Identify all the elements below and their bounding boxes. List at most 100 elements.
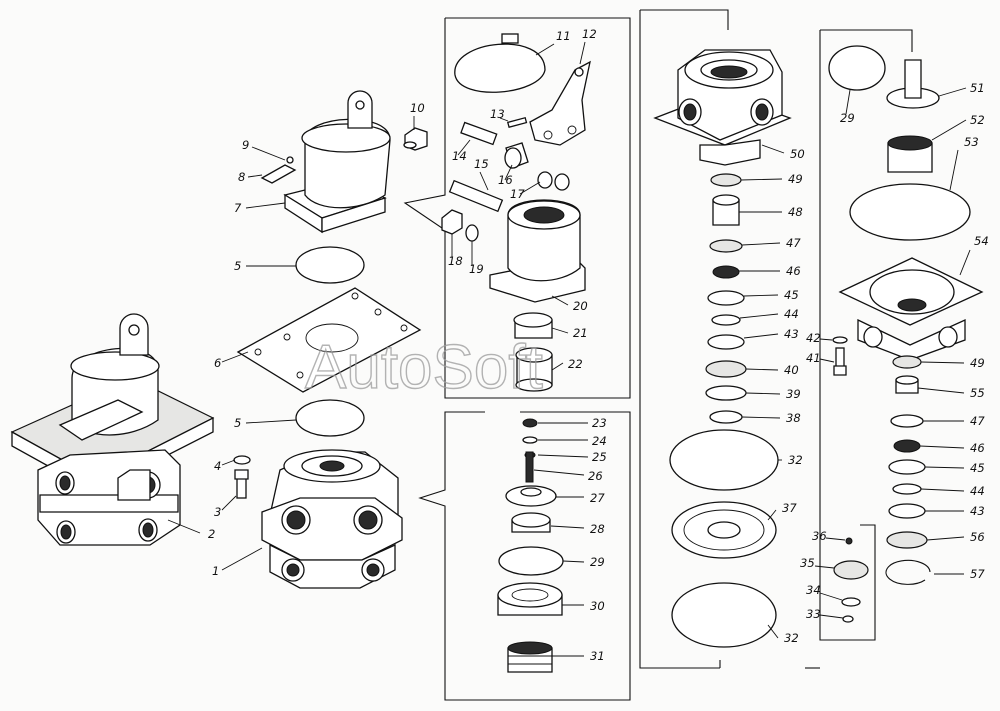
ring-39: [705, 385, 747, 401]
callout-number: 32: [788, 453, 803, 467]
leader-line: [533, 469, 585, 476]
leader-line: [845, 89, 851, 115]
piston-21: [513, 312, 553, 339]
callout-number: 26: [588, 469, 603, 483]
washer-45-a: [707, 290, 745, 306]
callout-number: 23: [592, 416, 607, 430]
callout-number: 34: [806, 583, 821, 597]
callout-number: 46: [970, 441, 985, 455]
leader-line: [562, 560, 585, 563]
callout-number: 20: [573, 299, 588, 313]
leader-line: [504, 164, 513, 181]
callout-number: 38: [786, 411, 801, 425]
spring-46-a: [712, 265, 740, 279]
leader-line: [739, 313, 779, 319]
ring-32-lower: [671, 582, 777, 648]
callout-number: 31: [590, 649, 605, 663]
nut-36: [845, 537, 853, 545]
body-50: [653, 49, 792, 166]
nut-18: [441, 209, 463, 235]
callout-number: 13: [490, 107, 505, 121]
callout-number: 11: [556, 29, 571, 43]
leader-line: [745, 368, 779, 371]
callout-number: 24: [592, 434, 607, 448]
callout-number: 39: [786, 387, 801, 401]
pin-13: [506, 116, 528, 129]
leader-line: [814, 565, 835, 569]
washer-4: [233, 455, 251, 465]
o-ring-29-right: [828, 45, 886, 91]
rod-15: [448, 179, 504, 213]
callout-number: 29: [840, 111, 855, 125]
callout-number: 6: [214, 356, 221, 370]
leader-line: [551, 295, 569, 306]
washer-19: [465, 224, 479, 242]
callout-number: 5: [234, 416, 241, 430]
leader-line: [535, 43, 555, 56]
leader-line: [919, 445, 965, 449]
washer-45-b: [888, 459, 926, 475]
leader-line: [740, 178, 783, 181]
leader-line: [457, 139, 471, 156]
callout-number: 22: [568, 357, 583, 371]
leader-line: [221, 459, 236, 466]
leader-line: [761, 144, 785, 154]
ring-38: [709, 410, 743, 424]
leader-line: [519, 181, 541, 195]
assembled-valve-2: [10, 313, 215, 546]
leader-line: [479, 171, 489, 191]
leader-line: [499, 117, 509, 122]
seal-49-b: [892, 355, 922, 369]
leader-line: [551, 327, 569, 334]
spring-46-b: [893, 439, 921, 453]
sleeve-17: [537, 171, 570, 191]
callout-number: 12: [582, 27, 597, 41]
callout-number: 52: [970, 113, 985, 127]
leader-line: [251, 146, 286, 161]
leader-line: [741, 416, 781, 419]
callout-number: 49: [788, 172, 803, 186]
plug-10: [403, 127, 428, 151]
cup-30: [497, 582, 563, 616]
callout-number: 28: [590, 522, 605, 536]
lock-plate-8: [260, 164, 297, 184]
roller-14: [460, 121, 498, 146]
callout-number: 29: [590, 555, 605, 569]
callout-number: 54: [974, 234, 989, 248]
callout-number: 4: [214, 459, 221, 473]
body-54: [838, 257, 984, 361]
washer-24: [522, 436, 538, 444]
callout-number: 33: [806, 607, 821, 621]
callout-number: 45: [970, 461, 985, 475]
leader-line: [917, 387, 965, 394]
ring-32-upper: [669, 429, 779, 491]
callout-number: 16: [498, 173, 513, 187]
leader-line: [920, 361, 965, 364]
group-frames: [403, 9, 913, 701]
leader-line: [924, 466, 965, 469]
callout-number: 37: [782, 501, 797, 515]
leader-line: [537, 454, 589, 458]
callout-number: 15: [474, 157, 489, 171]
callout-number: 42: [806, 331, 821, 345]
cap-11: [454, 33, 546, 93]
ring-47-b: [890, 414, 924, 428]
nut-23: [522, 418, 538, 428]
callout-number: 57: [970, 567, 985, 581]
leader-line: [959, 249, 971, 276]
callout-number: 8: [238, 170, 245, 184]
callout-number: 44: [784, 307, 799, 321]
leader-line: [949, 149, 959, 191]
o-ring-53: [849, 183, 971, 241]
spring-31: [507, 641, 553, 673]
callout-number: 56: [970, 530, 985, 544]
seal-49-a: [710, 173, 742, 187]
leader-line: [819, 358, 835, 363]
callout-number: 21: [573, 326, 588, 340]
seat-27: [505, 485, 557, 507]
callout-number: 7: [234, 201, 242, 215]
leader-line: [767, 509, 777, 521]
cover-51: [886, 59, 940, 109]
callout-number: 10: [410, 101, 425, 115]
